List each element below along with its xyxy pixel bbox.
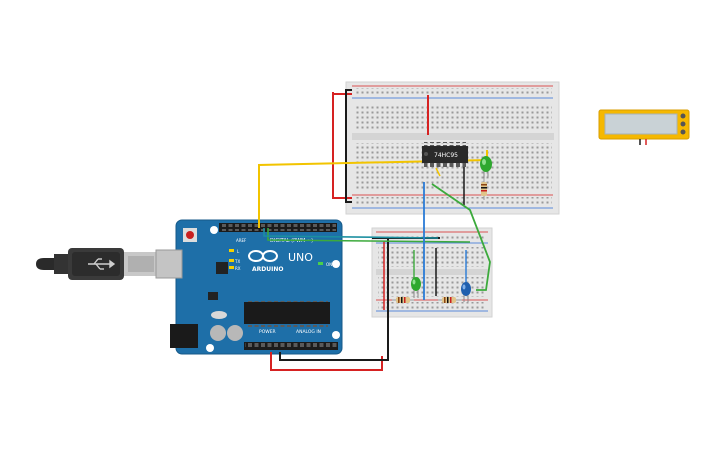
reset-button[interactable] xyxy=(183,228,197,242)
resistor-secondary-left[interactable] xyxy=(392,297,414,303)
lcd-pin-icon xyxy=(680,121,686,127)
arduino-uno-board[interactable]: ARDUINO UNO DIGITAL (PWM ~) AREF ON L TX… xyxy=(155,219,343,355)
aref-label: AREF xyxy=(236,238,247,243)
wire-black-left-rail[interactable] xyxy=(345,89,352,203)
chip-label: 74HC95 xyxy=(434,152,458,159)
arduino-logo-text: ARDUINO xyxy=(252,266,283,273)
analog-header-label: ANALOG IN xyxy=(296,329,321,335)
usb-icon xyxy=(88,258,116,270)
wire-yellow-short[interactable] xyxy=(435,167,441,177)
l-label: L xyxy=(237,249,240,254)
led-green-main[interactable] xyxy=(480,156,492,178)
usb-cable[interactable] xyxy=(36,248,156,280)
lcd-pin-icon xyxy=(680,129,686,135)
atmega-chip xyxy=(244,299,330,327)
breadboard-secondary[interactable] xyxy=(371,227,493,318)
power-header-label: POWER xyxy=(259,329,276,335)
led-blue-secondary[interactable] xyxy=(461,282,471,302)
wire-yellow-data[interactable] xyxy=(258,150,488,228)
resistor-secondary-right[interactable] xyxy=(438,297,462,303)
wire-green-led[interactable] xyxy=(431,183,491,291)
resistor-main[interactable] xyxy=(481,178,487,200)
rx-label: RX xyxy=(235,266,241,271)
wire-green-latch[interactable] xyxy=(267,228,471,243)
arduino-model-text: UNO xyxy=(288,251,313,264)
lcd-module[interactable] xyxy=(598,109,690,145)
lcd-pin-icon xyxy=(680,113,686,119)
wire-teal-clock[interactable] xyxy=(263,228,439,239)
on-label: ON xyxy=(326,262,332,267)
shift-register-chip[interactable]: 74HC95 xyxy=(422,142,468,169)
led-green-secondary[interactable] xyxy=(411,277,421,298)
wire-red-left-rail[interactable] xyxy=(332,93,352,199)
arduino-logo-icon xyxy=(248,250,278,262)
tx-label: TX xyxy=(234,259,240,264)
